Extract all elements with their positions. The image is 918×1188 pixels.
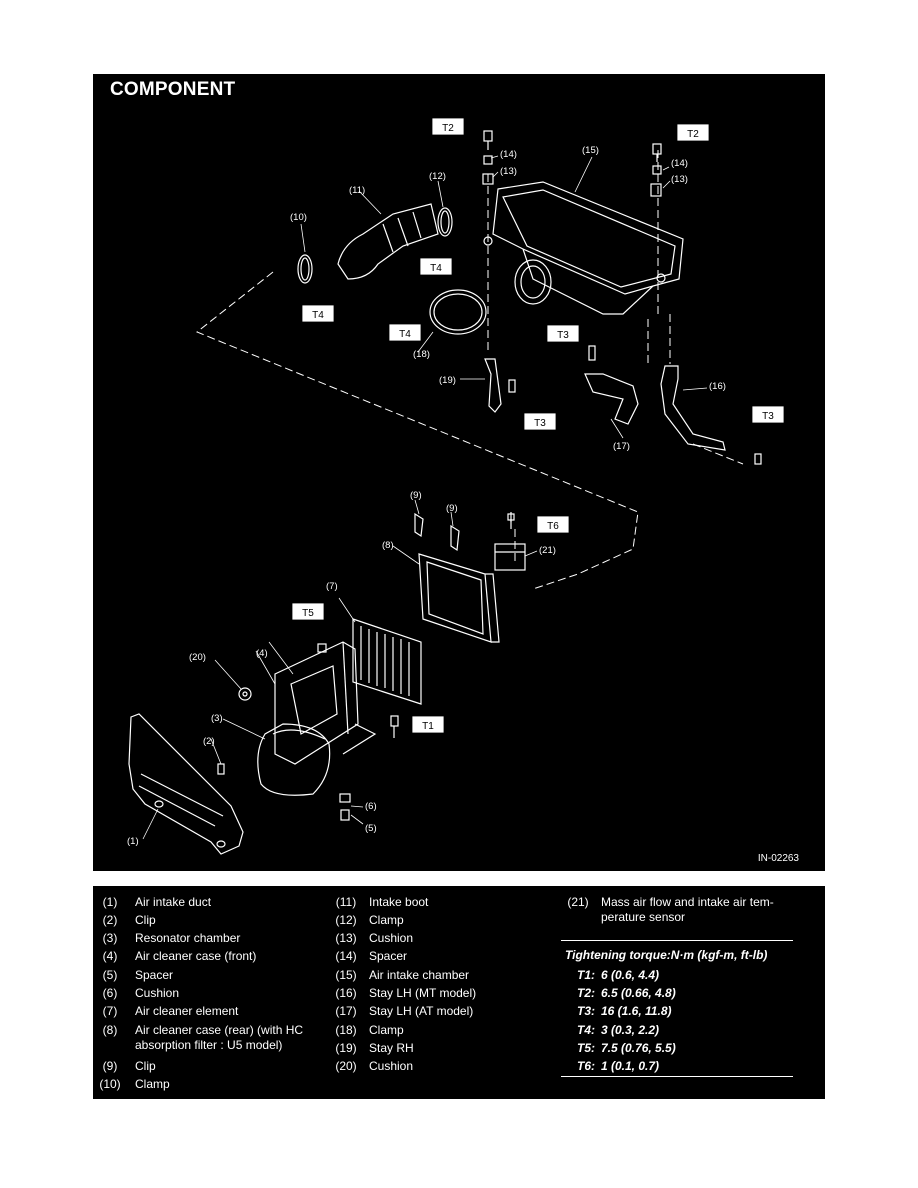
svg-text:(16): (16) <box>709 381 726 392</box>
torque-row: T1:6 (0.6, 4.4) <box>577 968 660 982</box>
torque-tag-t1: T1 <box>422 721 434 732</box>
svg-text:(7): (7) <box>326 581 338 592</box>
torque-tag-t5: T5 <box>302 608 314 619</box>
torque-tag-boxes <box>292 118 784 733</box>
svg-text:(21): (21) <box>539 545 556 556</box>
svg-text:(10): (10) <box>290 212 307 223</box>
torque-tag-t3: T3 <box>557 330 569 341</box>
air-cleaner-element-shape <box>352 618 422 705</box>
clips-9-shape <box>414 512 460 552</box>
svg-text:(14): (14) <box>500 149 517 160</box>
svg-text:(9): (9) <box>410 490 422 501</box>
torque-tag-t6: T6 <box>547 521 559 532</box>
spacer-cushion-shape <box>339 793 351 821</box>
torque-tag-t4: T4 <box>399 329 411 340</box>
torque-divider-bottom <box>561 1076 793 1077</box>
stay-lh-at-shape <box>584 345 639 425</box>
svg-text:(9): (9) <box>446 503 458 514</box>
torque-row: T3:16 (1.6, 11.8) <box>577 1004 672 1018</box>
air-cleaner-case-rear-shape <box>418 553 500 643</box>
svg-text:(11): (11) <box>349 185 365 196</box>
fasteners-top <box>482 130 662 197</box>
svg-text:(18): (18) <box>413 349 430 360</box>
component-diagram: COMPONENT <box>93 74 825 871</box>
torque-row: T6:1 (0.1, 0.7) <box>577 1059 660 1073</box>
clip-shape <box>217 763 225 775</box>
exploded-view-illustration: T2 T2 T4 T4 T4 T3 T3 T3 T5 T6 T1 (1) (2)… <box>127 118 784 855</box>
diagram-title: COMPONENT <box>110 79 236 100</box>
torque-row: T4:3 (0.3, 2.2) <box>577 1023 660 1037</box>
assembly-lines <box>196 150 744 590</box>
intake-boot-shape <box>337 203 439 280</box>
torque-tag-t3: T3 <box>534 418 546 429</box>
torque-tag-t2: T2 <box>442 123 454 134</box>
resonator-chamber-shape <box>257 723 331 796</box>
svg-text:(13): (13) <box>500 166 517 177</box>
svg-text:(17): (17) <box>613 441 630 452</box>
svg-text:(12): (12) <box>429 171 446 182</box>
bolts-lower <box>317 513 515 738</box>
svg-text:(8): (8) <box>382 540 394 551</box>
svg-text:(2): (2) <box>203 736 215 747</box>
svg-text:(3): (3) <box>211 713 223 724</box>
cushion-20-shape <box>238 687 252 701</box>
svg-text:(13): (13) <box>671 174 688 185</box>
svg-text:(4): (4) <box>256 648 268 659</box>
torque-tag-t4: T4 <box>430 263 442 274</box>
parts-legend: (1) Air intake duct (2) Clip (3) Resonat… <box>93 886 825 1099</box>
stay-lh-mt-shape <box>660 365 762 465</box>
stay-rh-shape <box>484 358 516 413</box>
torque-heading: Tightening torque:N·m (kgf-m, ft-lb) <box>565 948 768 962</box>
svg-text:(14): (14) <box>671 158 688 169</box>
callout-leaders <box>142 155 708 840</box>
svg-text:(20): (20) <box>189 652 206 663</box>
air-intake-duct-shape <box>128 713 244 855</box>
clamp-18-shape <box>429 289 487 335</box>
torque-row: T5:7.5 (0.76, 5.5) <box>577 1041 676 1055</box>
clamp-10-shape <box>297 254 313 284</box>
figure-id: IN-02263 <box>757 853 799 864</box>
svg-text:(15): (15) <box>582 145 599 156</box>
torque-tag-t3: T3 <box>762 411 774 422</box>
svg-text:(19): (19) <box>439 375 456 386</box>
air-intake-chamber-shape <box>483 181 684 315</box>
torque-row: T2:6.5 (0.66, 4.8) <box>577 986 676 1000</box>
svg-text:(1): (1) <box>127 836 139 847</box>
torque-tag-t2: T2 <box>687 129 699 140</box>
torque-tag-t4: T4 <box>312 310 324 321</box>
air-cleaner-case-front-shape <box>274 641 377 765</box>
torque-tag-labels: T2 T2 T4 T4 T4 T3 T3 T3 T5 T6 T1 <box>302 123 774 732</box>
part-callouts: (1) (2) (3) (4) (5) (6) (7) (8) (9) (9) … <box>127 145 726 847</box>
torque-divider-top <box>561 940 793 941</box>
svg-text:(6): (6) <box>365 801 377 812</box>
svg-text:(5): (5) <box>365 823 377 834</box>
maf-sensor-shape <box>494 512 526 571</box>
clamp-12-shape <box>437 207 453 237</box>
